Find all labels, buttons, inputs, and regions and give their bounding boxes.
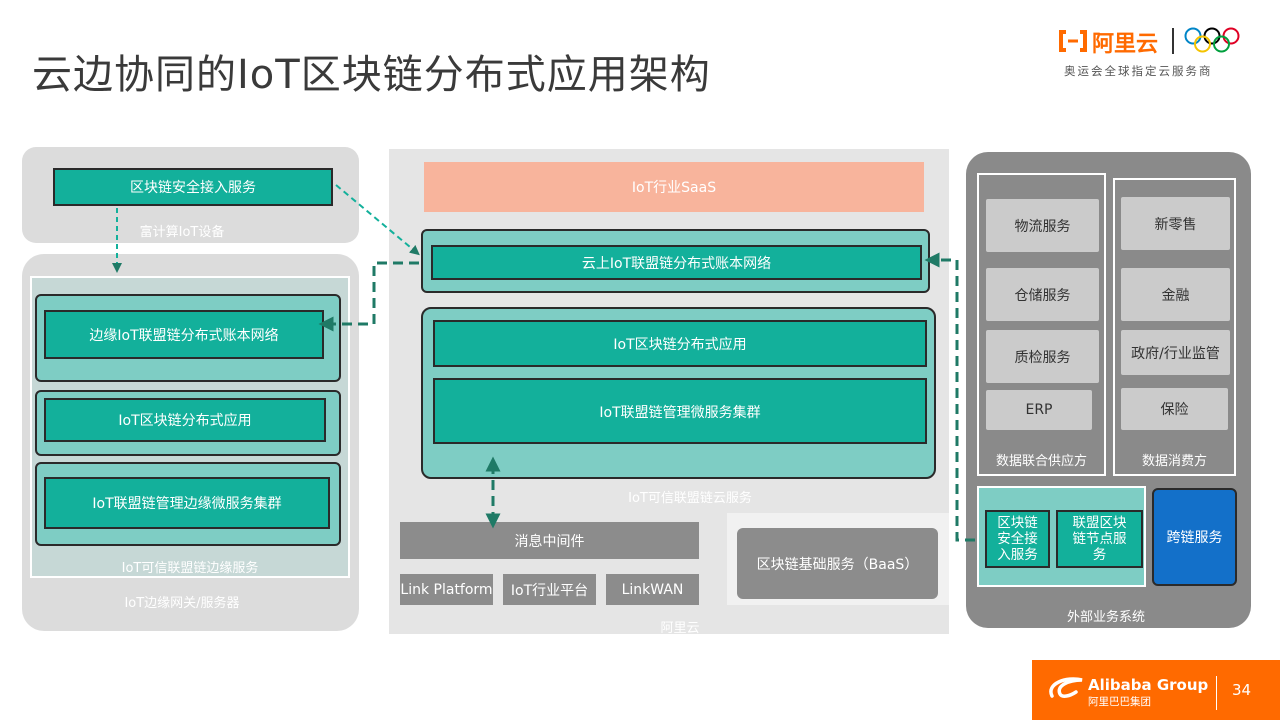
alibaba-group-logo: Alibaba Group <box>1088 676 1209 694</box>
edge-service-caption: IoT可信联盟链边缘服务 <box>121 561 259 576</box>
consumer-item-retail: 新零售 <box>1121 197 1230 250</box>
supplier-item-inspection: 质检服务 <box>986 330 1099 383</box>
edge-cluster-box: IoT联盟链管理边缘微服务集群 <box>44 477 330 529</box>
supplier-item-logistics: 物流服务 <box>986 199 1099 252</box>
external-node-box: 联盟区块链节点服务 <box>1056 510 1143 568</box>
data-consumer-caption: 数据消费方 <box>1141 454 1207 469</box>
logo-divider <box>1172 28 1174 54</box>
cross-chain-box: 跨链服务 <box>1152 488 1237 586</box>
consumer-item-finance: 金融 <box>1121 268 1230 321</box>
cloud-app-box: IoT区块链分布式应用 <box>433 320 927 367</box>
external-access-box: 区块链安全接入服务 <box>985 510 1050 568</box>
page-title: 云边协同的IoT区块链分布式应用架构 <box>32 52 711 98</box>
edge-app-box: IoT区块链分布式应用 <box>44 398 326 442</box>
supplier-item-warehouse: 仓储服务 <box>986 268 1099 321</box>
iot-industry-platform-box: IoT行业平台 <box>503 574 596 605</box>
supplier-item-erp: ERP <box>986 390 1092 430</box>
external-systems-caption: 外部业务系统 <box>1066 610 1145 625</box>
aliyun-bracket-icon <box>1059 30 1087 52</box>
consumer-item-regulator: 政府/行业监管 <box>1121 330 1230 375</box>
edge-gateway-caption: IoT边缘网关/服务器 <box>124 596 240 611</box>
cloud-service-caption: IoT可信联盟链云服务 <box>628 491 752 506</box>
olympic-rings-icon <box>1184 27 1240 53</box>
message-middleware-box: 消息中间件 <box>400 522 699 559</box>
consumer-item-insurance: 保险 <box>1121 388 1228 430</box>
aliyun-logo-text: 阿里云 <box>1092 32 1159 57</box>
edge-ledger-box: 边缘IoT联盟链分布式账本网络 <box>44 310 324 359</box>
linkwan-box: LinkWAN <box>606 574 699 605</box>
data-supplier-caption: 数据联合供应方 <box>995 454 1087 469</box>
aliyun-caption: 阿里云 <box>660 621 700 636</box>
baas-box: 区块链基础服务（BaaS） <box>737 528 938 599</box>
device-secure-access-box: 区块链安全接入服务 <box>53 168 333 206</box>
alibaba-group-logo-cn: 阿里巴巴集团 <box>1088 696 1151 708</box>
aliyun-logo: 阿里云 <box>1058 24 1168 58</box>
link-platform-box: Link Platform <box>400 574 493 605</box>
data-supplier-frame <box>977 173 1106 476</box>
alibaba-logo-icon <box>1049 677 1083 698</box>
saas-box: IoT行业SaaS <box>424 162 924 212</box>
page-number: 34 <box>1232 681 1252 699</box>
data-consumer-frame <box>1113 178 1236 476</box>
device-panel-caption: 富计算IoT设备 <box>139 225 225 240</box>
footer-bar <box>1032 660 1280 720</box>
footer-divider <box>1216 676 1217 710</box>
cloud-cluster-box: IoT联盟链管理微服务集群 <box>433 378 927 444</box>
brand-tagline: 奥运会全球指定云服务商 <box>1064 64 1213 78</box>
cloud-ledger-box: 云上IoT联盟链分布式账本网络 <box>431 245 922 280</box>
